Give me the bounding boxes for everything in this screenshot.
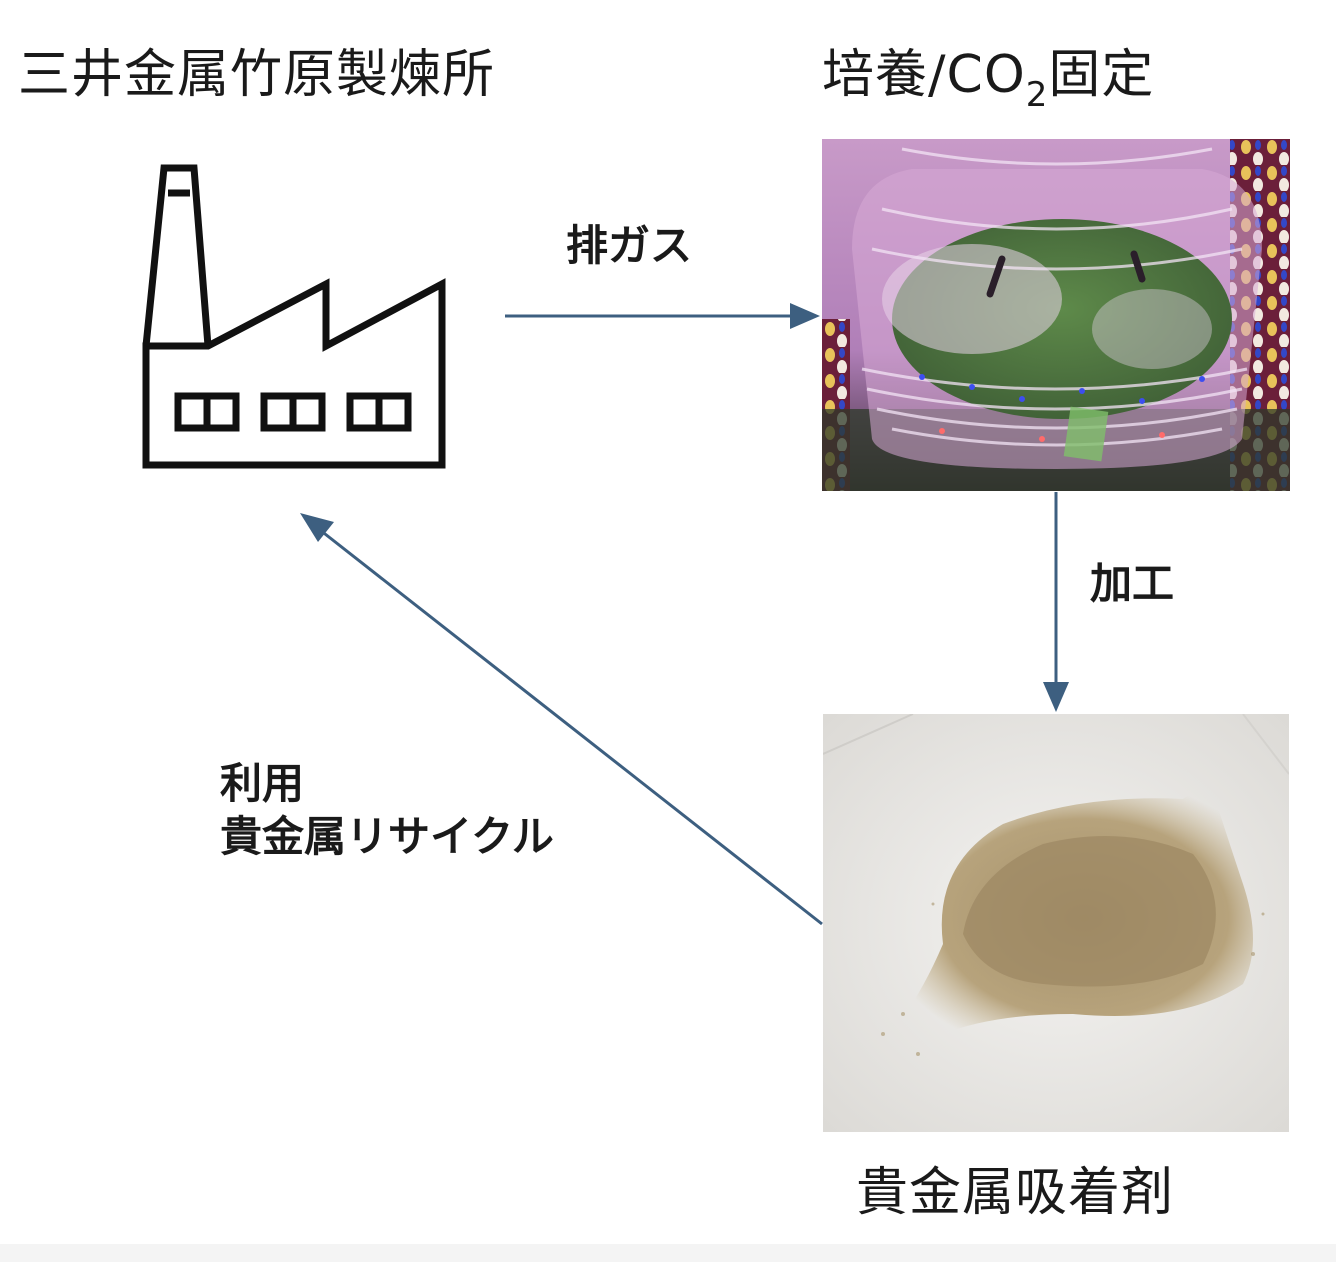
footer-band xyxy=(0,1244,1336,1262)
recycle-label-line1: 利用 xyxy=(220,758,554,811)
recycle-label: 利用 貴金属リサイクル xyxy=(220,758,554,863)
arrow-processing xyxy=(1043,492,1069,712)
arrow-exhaust xyxy=(505,303,820,329)
exhaust-gas-label: 排ガス xyxy=(566,220,692,273)
processing-label: 加工 xyxy=(1090,558,1174,611)
recycle-label-line2: 貴金属リサイクル xyxy=(220,811,554,864)
